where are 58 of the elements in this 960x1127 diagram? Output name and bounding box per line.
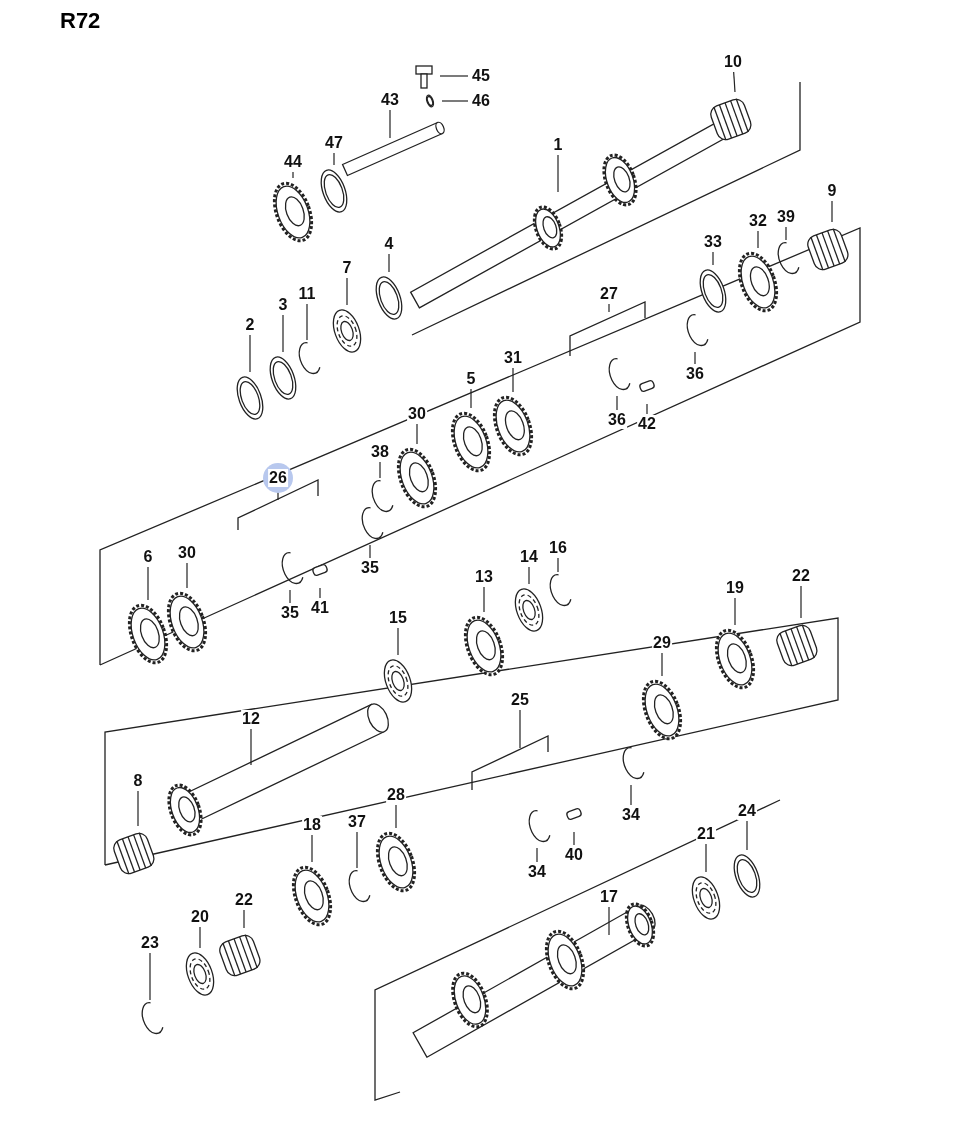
leader-line xyxy=(250,728,252,766)
leader-line xyxy=(346,277,348,306)
leader-line xyxy=(483,586,485,613)
leader-line xyxy=(746,820,748,851)
callout-number: 26 xyxy=(268,469,288,487)
leader-line xyxy=(573,831,575,846)
diagram-title: R72 xyxy=(60,8,101,34)
leader-line xyxy=(369,544,371,559)
leader-line xyxy=(389,109,391,139)
leader-line xyxy=(831,200,833,223)
leader-line xyxy=(470,388,472,409)
leader-line xyxy=(319,587,321,599)
leader-line xyxy=(306,303,308,341)
leader-line xyxy=(785,226,787,241)
leader-line xyxy=(630,784,632,806)
leader-line xyxy=(388,253,390,273)
leader-line xyxy=(147,566,149,601)
callout-number: 30 xyxy=(407,405,427,423)
leader-line xyxy=(395,804,397,829)
leader-line xyxy=(694,351,696,365)
leader-line xyxy=(528,566,530,585)
callout-number: 36 xyxy=(607,411,627,429)
leader-line xyxy=(186,562,188,589)
leader-line xyxy=(661,652,663,677)
leader-line xyxy=(243,909,245,929)
leader-line xyxy=(199,926,201,949)
leader-line xyxy=(734,597,736,626)
callout-number: 21 xyxy=(696,825,716,843)
leader-line xyxy=(705,843,707,873)
callout-number: 28 xyxy=(386,786,406,804)
leader-line xyxy=(149,952,151,1001)
leader-line xyxy=(249,334,251,373)
callout-number: 24 xyxy=(737,802,757,820)
leader-line xyxy=(557,557,559,573)
leader-line xyxy=(608,303,610,313)
leader-line xyxy=(608,906,610,936)
leader-line xyxy=(416,423,418,445)
leader-line xyxy=(712,251,714,266)
leader-line xyxy=(292,171,294,179)
leader-line xyxy=(512,367,514,393)
leader-line xyxy=(519,709,521,749)
leader-line xyxy=(441,100,469,102)
leader-line xyxy=(616,395,618,411)
leader-line xyxy=(646,403,648,415)
leader-line xyxy=(289,589,291,604)
leader-line xyxy=(333,152,335,166)
leader-line xyxy=(356,831,358,869)
leader-line xyxy=(733,71,736,93)
leader-line xyxy=(379,461,381,479)
leader-line xyxy=(800,585,802,619)
leader-line xyxy=(557,154,559,193)
leader-line xyxy=(536,847,538,863)
leader-line xyxy=(311,834,313,863)
leader-line xyxy=(397,627,399,656)
leader-line xyxy=(137,790,139,827)
leader-line xyxy=(439,75,469,77)
leader-line xyxy=(282,314,284,353)
leader-line xyxy=(757,230,759,249)
